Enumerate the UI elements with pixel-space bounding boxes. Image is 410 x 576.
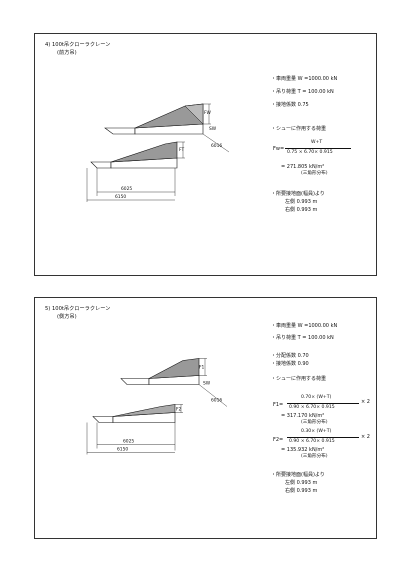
distribution-note: (三角形分布) xyxy=(301,171,328,176)
sheet-side-lift: 5) 100t吊クローラクレーン (側方吊) F1 SW 6016 F2 xyxy=(34,297,377,539)
formula1-result: = 317.170 kN/m² xyxy=(281,413,325,419)
dim-fw: FW xyxy=(204,110,212,116)
formula1-numerator: 0.70× (W+T) xyxy=(301,395,332,400)
formula2-numerator: 0.30× (W+T) xyxy=(301,429,332,434)
formula-numerator: W+T xyxy=(311,140,323,145)
dim-sw: SW xyxy=(209,126,217,132)
ground-coef: ・接地係数 0.75 xyxy=(271,102,309,108)
formula1-denominator: 0.90 × 6.70× 0.915 xyxy=(289,405,335,410)
bearing-heading: ・所要接地面(幅員)より xyxy=(271,191,325,197)
load-heading: ・シューに作用する荷重 xyxy=(271,126,327,132)
formula1-multiplier: × 2 xyxy=(361,399,370,405)
vehicle-weight: ・車両重量 W =1000.00 kN xyxy=(271,76,338,82)
formula2-lhs: F2= xyxy=(273,437,284,443)
formula2-note: (三角形分布) xyxy=(301,454,328,459)
dim-6016-line xyxy=(202,133,230,153)
dim-f2: F2 xyxy=(176,407,182,413)
vehicle-weight: ・車両重量 W =1000.00 kN xyxy=(271,323,338,329)
dim-6150: 6150 xyxy=(115,194,126,200)
formula2-result: = 135.932 kN/m² xyxy=(281,447,325,453)
bearing-left: 左側 0.993 m xyxy=(285,480,318,486)
dim-sw: SW xyxy=(203,381,211,387)
dim-f1: F1 xyxy=(199,365,205,371)
section-title: 5) 100t吊クローラクレーン xyxy=(45,306,111,312)
ground-coef: ・接地係数 0.90 xyxy=(271,361,309,367)
crawler-shoe-diagram: FW SW 6016 FT 6025 6150 xyxy=(86,103,230,202)
formula1-lhs: F1= xyxy=(273,402,284,408)
formula-lhs: Fw= xyxy=(273,146,285,152)
upper-shoe xyxy=(104,103,211,135)
fraction-line xyxy=(285,148,351,149)
dim-ft: FT xyxy=(179,147,184,153)
fraction-line xyxy=(287,437,359,438)
section-subtitle: (側方吊) xyxy=(57,314,77,320)
crawler-shoe-diagram: F1 SW 6016 F2 6025 6150 xyxy=(86,358,228,455)
formula2-multiplier: × 2 xyxy=(361,434,370,440)
dim-6016-line xyxy=(198,384,228,407)
upper-shoe xyxy=(120,358,207,385)
bearing-right: 右側 0.993 m xyxy=(285,207,318,213)
lift-load: ・吊り荷重 T = 100.00 kN xyxy=(271,89,334,95)
section-subtitle: (前方吊) xyxy=(57,50,77,56)
dim-6025: 6025 xyxy=(123,439,134,445)
bearing-heading: ・所要接地面(幅員)より xyxy=(271,472,325,478)
dim-6025: 6025 xyxy=(121,186,132,192)
bearing-left: 左側 0.993 m xyxy=(285,199,318,205)
dist-coef: ・分配係数 0.70 xyxy=(271,353,309,359)
dim-6016: 6016 xyxy=(211,398,222,404)
formula-denominator: 0.75 × 6.70× 0.915 xyxy=(287,150,333,155)
lower-shoe xyxy=(92,404,183,423)
lift-load: ・吊り荷重 T = 100.00 kN xyxy=(271,335,334,341)
dim-6150: 6150 xyxy=(117,447,128,453)
formula2-denominator: 0.90 × 6.70× 0.915 xyxy=(289,439,335,444)
bearing-right: 右側 0.993 m xyxy=(285,488,318,494)
dim-6016: 6016 xyxy=(211,143,222,149)
sheet-front-lift: 4) 100t吊クローラクレーン (前方吊) FW SW 6016 FT xyxy=(34,33,377,276)
formula1-note: (三角形分布) xyxy=(301,420,328,425)
lower-shoe xyxy=(90,141,185,169)
section-title: 4) 100t吊クローラクレーン xyxy=(45,42,111,48)
formula-result: = 271.805 kN/m² xyxy=(281,164,325,170)
load-heading: ・シューに作用する荷重 xyxy=(271,376,327,382)
fraction-line xyxy=(287,403,359,404)
